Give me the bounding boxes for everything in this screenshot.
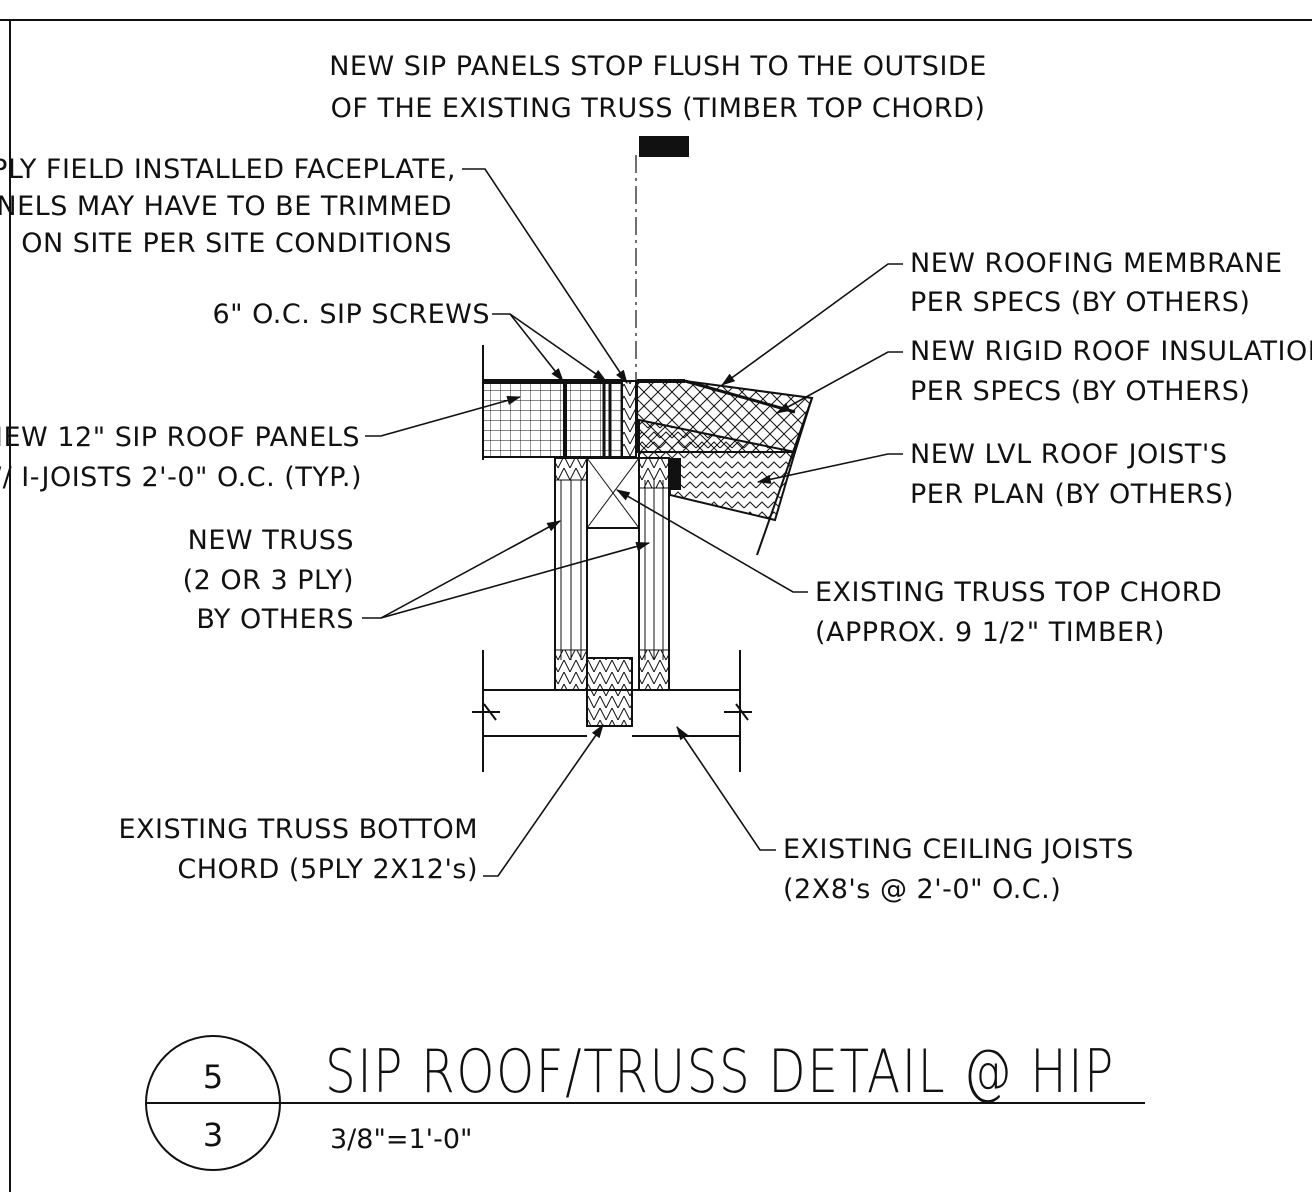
leader-insulation — [775, 351, 903, 414]
annotations: NEW SIP PANELS STOP FLUSH TO THE OUTSIDE… — [0, 51, 1312, 905]
leader-new-truss-b — [380, 541, 651, 619]
leader-sip-panels — [365, 395, 522, 437]
leader-membrane — [721, 263, 903, 386]
break-symbol-right — [724, 703, 752, 721]
leader-lvl — [756, 453, 903, 484]
note-new-truss-line1: NEW TRUSS — [188, 525, 354, 556]
truss-section — [472, 136, 814, 772]
ledger-block — [669, 458, 681, 490]
leader-faceplate — [462, 168, 628, 384]
note-lvl-line1: NEW LVL ROOF JOIST'S — [910, 439, 1227, 470]
leader-screws-a — [492, 313, 564, 382]
sip-panel — [482, 382, 623, 458]
note-sip-panels-line1: NEW 12" SIP ROOF PANELS — [0, 422, 360, 453]
drawing-scale: 3/8"=1'-0" — [330, 1124, 472, 1155]
note-top-chord-line2: (APPROX. 9 1/2" TIMBER) — [815, 617, 1165, 648]
leader-new-truss-a — [362, 520, 562, 619]
note-membrane-line2: PER SPECS (BY OTHERS) — [910, 287, 1250, 318]
leader-top-chord — [615, 489, 808, 593]
note-new-truss-line3: BY OTHERS — [196, 604, 354, 635]
note-flush-line1: NEW SIP PANELS STOP FLUSH TO THE OUTSIDE — [329, 51, 987, 82]
note-top-chord-line1: EXISTING TRUSS TOP CHORD — [815, 577, 1222, 608]
note-faceplate-line3: ON SITE PER SITE CONDITIONS — [21, 228, 452, 259]
title-block: 5 3 SIP ROOF/TRUSS DETAIL @ HIP 3/8"=1'-… — [145, 1035, 1145, 1171]
leader-ceiling — [676, 726, 776, 851]
sheet-number: 3 — [203, 1116, 223, 1154]
existing-bottom-chord — [586, 657, 633, 727]
lvl-roof-joist — [638, 418, 797, 522]
break-symbol-left — [472, 703, 500, 721]
note-ceiling-line2: (2X8's @ 2'-0" O.C.) — [783, 874, 1061, 905]
leader-screws-b — [509, 313, 607, 382]
leaders — [362, 168, 903, 877]
note-lvl-line2: PER PLAN (BY OTHERS) — [910, 479, 1234, 510]
truss-end-hatch — [638, 649, 670, 691]
note-flush-line2: OF THE EXISTING TRUSS (TIMBER TOP CHORD) — [331, 93, 986, 124]
note-membrane-line1: NEW ROOFING MEMBRANE — [910, 248, 1283, 279]
note-faceplate-line1: (2)PLY FIELD INSTALLED FACEPLATE, — [0, 154, 456, 185]
note-insulation-line2: PER SPECS (BY OTHERS) — [910, 376, 1250, 407]
note-screws: 6" O.C. SIP SCREWS — [212, 299, 490, 330]
note-sip-panels-line2: W/ I-JOISTS 2'-0" O.C. (TYP.) — [0, 462, 362, 493]
section-flag — [639, 136, 689, 157]
note-bottom-chord-line2: CHORD (5PLY 2X12's) — [177, 854, 478, 885]
detail-number: 5 — [203, 1058, 223, 1096]
truss-end-hatch — [638, 457, 670, 489]
leader-bottom-chord — [483, 724, 604, 877]
drawing-title: SIP ROOF/TRUSS DETAIL @ HIP — [325, 1037, 1115, 1107]
timber-x — [586, 457, 640, 529]
note-ceiling-line1: EXISTING CEILING JOISTS — [783, 834, 1134, 865]
note-bottom-chord-line1: EXISTING TRUSS BOTTOM — [118, 814, 478, 845]
note-faceplate-line2: PANELS MAY HAVE TO BE TRIMMED — [0, 191, 452, 222]
truss-end-hatch — [554, 649, 588, 691]
note-insulation-line1: NEW RIGID ROOF INSULATION — [910, 336, 1312, 367]
faceplate — [621, 380, 637, 458]
truss-end-hatch — [554, 457, 588, 481]
note-new-truss-line2: (2 OR 3 PLY) — [183, 565, 354, 596]
